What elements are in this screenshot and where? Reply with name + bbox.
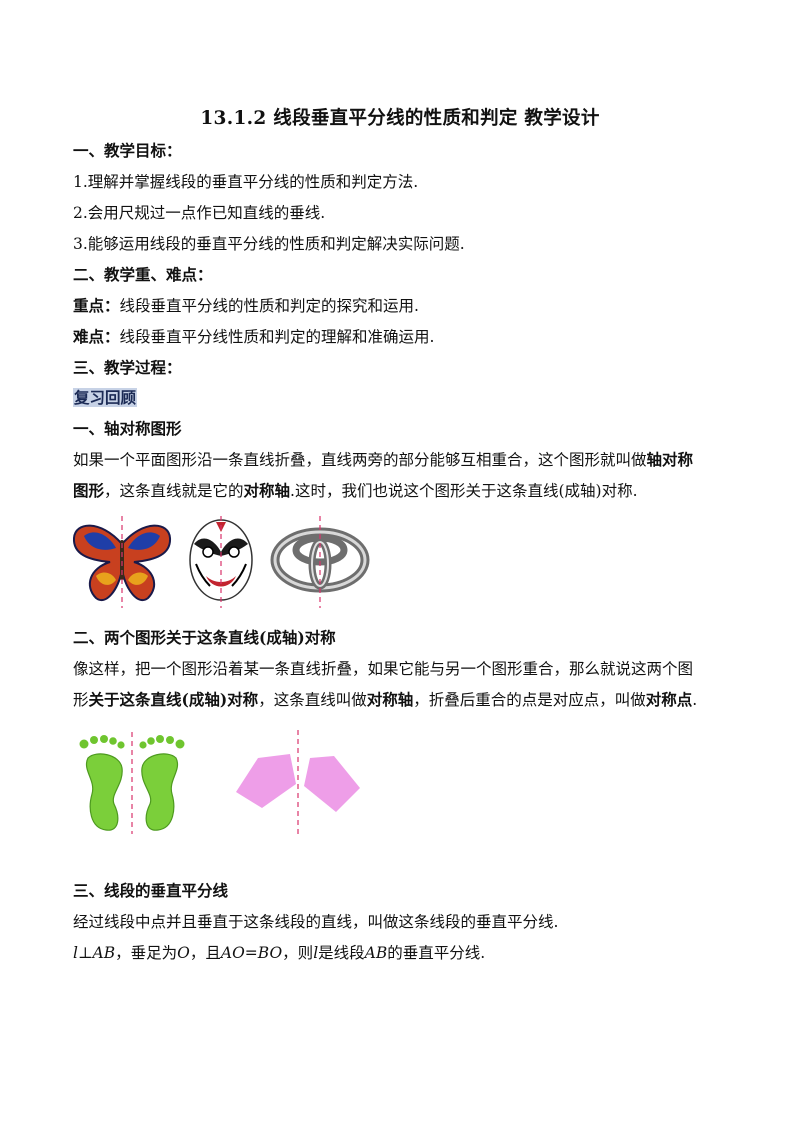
var-o: O	[177, 944, 190, 962]
difficulty-label: 难点：	[73, 327, 120, 346]
var-l-2: l	[313, 944, 319, 962]
axial-paragraph-line-1: 如果一个平面图形沿一条直线折叠，直线两旁的部分能够互相重合，这个图形就叫做轴对称	[73, 450, 733, 470]
axis-of-symmetry-term: 对称轴	[243, 481, 291, 500]
left-footprint-picture	[79, 735, 125, 831]
two-figures-text-3: ，折叠后重合的点是对应点，叫做	[413, 691, 646, 709]
butterfly-picture	[72, 524, 172, 601]
two-figures-paragraph-line-2: 形关于这条直线(成轴)对称，这条直线叫做对称轴，折叠后重合的点是对应点，叫做对称…	[73, 690, 733, 710]
key-points-heading: 二、教学重、难点：	[73, 265, 213, 284]
two-figures-text-2: ，这条直线叫做	[258, 691, 367, 709]
goal-item-3: 3.能够运用线段的垂直平分线的性质和判定解决实际问题.	[73, 235, 465, 253]
var-l-1: l	[73, 944, 78, 962]
right-pentagon-shape	[304, 756, 360, 812]
two-figures-text-1: 形	[73, 691, 89, 709]
page-title: 13.1.2 线段垂直平分线的性质和判定 教学设计	[200, 108, 600, 129]
axial-heading: 一、轴对称图形	[73, 419, 182, 438]
goal-item-2: 2.会用尺规过一点作已知直线的垂线.	[73, 204, 326, 222]
two-figures-heading: 二、两个图形关于这条直线(成轴)对称	[73, 628, 336, 647]
right-footprint-picture	[139, 735, 185, 831]
key-point-line: 重点：线段垂直平分线的性质和判定的探究和运用.	[73, 296, 733, 316]
axial-text-2: ，这条直线就是它的	[104, 482, 244, 500]
bisector-heading: 三、线段的垂直平分线	[73, 881, 229, 900]
var-ab-1: AB	[92, 944, 116, 962]
review-line: 复习回顾	[73, 388, 733, 408]
axial-term-1: 轴对称	[646, 450, 694, 469]
goals-heading: 一、教学目标：	[73, 141, 182, 160]
bisector-definition: 经过线段中点并且垂直于这条线段的直线，叫做这条线段的垂直平分线.	[73, 913, 559, 931]
difficulty-text: 线段垂直平分线性质和判定的理解和准确运用.	[119, 328, 435, 346]
var-ab-2: AB	[364, 944, 388, 962]
key-point-label: 重点：	[73, 296, 120, 315]
perp-symbol: ⊥	[77, 944, 93, 962]
axial-term-2: 图形	[73, 481, 105, 500]
left-pentagon-shape	[236, 754, 296, 808]
equation-ao-bo: AO=BO	[220, 944, 283, 962]
statement-text-1: ，垂足为	[115, 944, 178, 962]
axial-text-1: 如果一个平面图形沿一条直线折叠，直线两旁的部分能够互相重合，这个图形就叫做	[73, 451, 647, 469]
axial-paragraph-line-2: 图形，这条直线就是它的对称轴.这时，我们也说这个图形关于这条直线(成轴)对称.	[73, 481, 733, 501]
review-tag: 复习回顾	[73, 388, 138, 407]
two-figures-term-3: 对称点	[645, 690, 693, 709]
symmetric-figures-image	[72, 516, 370, 608]
process-heading: 三、教学过程：	[73, 358, 182, 377]
statement-text-3: ，则	[282, 944, 314, 962]
two-figures-paragraph-line-1: 像这样，把一个图形沿着某一条直线折叠，如果它能与另一个图形重合，那么就说这两个图	[73, 660, 694, 678]
difficulty-line: 难点：线段垂直平分线性质和判定的理解和准确运用.	[73, 327, 733, 347]
goal-item-1: 1.理解并掌握线段的垂直平分线的性质和判定方法.	[73, 173, 419, 191]
two-figures-text-4: .	[692, 691, 698, 709]
paired-figures-image	[79, 730, 360, 836]
two-figures-term-2: 对称轴	[366, 690, 414, 709]
statement-text-4: 是线段	[318, 944, 365, 962]
axial-text-3: .这时，我们也说这个图形关于这条直线(成轴)对称.	[290, 482, 638, 500]
statement-text-2: ，且	[189, 944, 221, 962]
statement-text-5: 的垂直平分线.	[387, 944, 486, 962]
two-figures-term-1: 关于这条直线(成轴)对称	[88, 690, 259, 709]
bisector-statement: l⊥AB，垂足为O，且AO=BO，则l是线段AB的垂直平分线.	[73, 943, 733, 963]
key-point-text: 线段垂直平分线的性质和判定的探究和运用.	[119, 297, 419, 315]
